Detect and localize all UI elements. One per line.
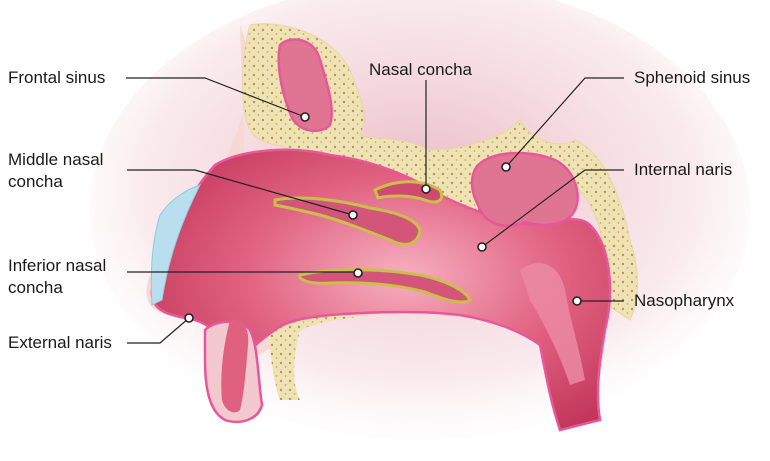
label-nasopharynx: Nasopharynx xyxy=(634,291,735,310)
dot-sphenoid-sinus xyxy=(501,162,511,172)
dot-nasal-concha xyxy=(421,184,431,194)
sphenoid-sinus-shape xyxy=(470,151,579,227)
nasal-cartilage xyxy=(150,184,201,306)
frontal-sinus-shape xyxy=(277,38,333,133)
dot-middle-nasal-concha xyxy=(348,210,358,220)
leader-external-naris xyxy=(127,317,190,344)
dot-internal-naris xyxy=(477,242,487,252)
leader-sphenoid-sinus xyxy=(505,77,624,168)
lip-tissue xyxy=(221,319,249,413)
label-nasal-concha: Nasal concha xyxy=(369,60,473,79)
label-middle-nasal-concha-line2: concha xyxy=(8,172,63,191)
inferior-concha xyxy=(298,268,472,304)
label-sphenoid-sinus: Sphenoid sinus xyxy=(634,68,751,87)
dot-inferior-nasal-concha xyxy=(353,268,363,278)
leader-internal-naris xyxy=(481,169,624,248)
label-inferior-nasal-concha-line1: Inferior nasal xyxy=(8,256,107,275)
label-inferior-nasal-concha-line2: concha xyxy=(8,278,63,297)
leader-middle-nasal-concha xyxy=(127,169,354,216)
nasopharynx-fold xyxy=(520,262,585,385)
pointer-dots xyxy=(184,112,582,323)
dot-external-naris xyxy=(184,313,194,323)
dot-frontal-sinus xyxy=(300,112,310,122)
dot-nasopharynx xyxy=(572,296,582,306)
middle-concha xyxy=(273,196,422,246)
label-internal-naris: Internal naris xyxy=(634,160,733,179)
leader-frontal-sinus xyxy=(126,77,306,118)
leader-lines xyxy=(126,77,624,344)
label-frontal-sinus: Frontal sinus xyxy=(8,68,106,87)
label-middle-nasal-concha-line1: Middle nasal xyxy=(8,150,104,169)
label-external-naris: External naris xyxy=(8,333,112,352)
